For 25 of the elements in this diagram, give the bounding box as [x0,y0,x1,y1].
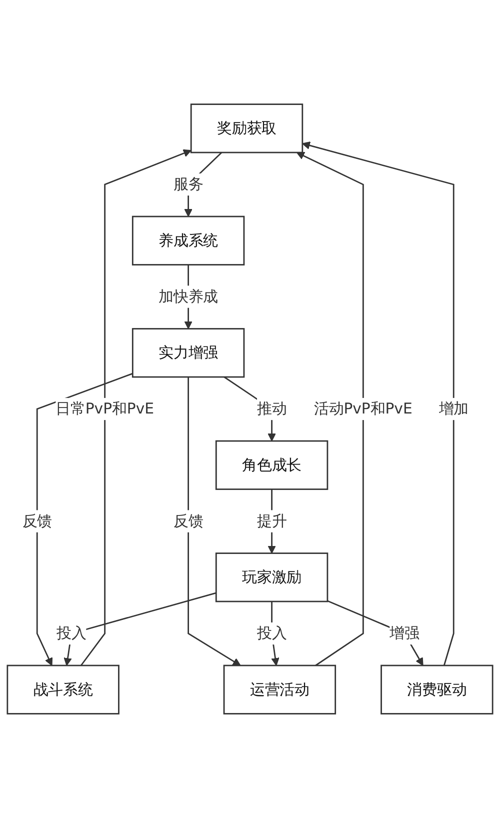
node-box: 实力增强 [132,328,245,378]
arrow [36,372,133,666]
edge-label: 日常PvP和PvE [56,400,154,418]
edge-label: 增加 [438,400,468,418]
edge-label: 投入 [56,624,86,642]
node-box: 运营活动 [223,664,336,714]
edge-label: 投入 [256,624,287,642]
edge-label: 加快养成 [158,287,218,306]
arrow [296,152,364,666]
edge-label: 反馈 [22,512,52,530]
node-box: 角色成长 [215,440,328,490]
node-box: 玩家激励 [215,552,328,602]
edge-label: 增强 [390,624,420,642]
edge-label: 提升 [256,512,287,530]
node-box: 奖励获取 [190,104,304,154]
node-box: 养成系统 [132,216,245,266]
node-box: 消费驱动 [380,664,494,714]
arrow [302,141,454,666]
edge-label: 服务 [173,175,204,193]
arrow [188,377,241,666]
edge-label: 反馈 [173,512,204,530]
node-box: 战斗系统 [6,664,120,714]
edge-label: 推动 [256,400,287,418]
edge-label: 活动PvP和PvE [314,400,412,418]
arrow [327,600,424,666]
